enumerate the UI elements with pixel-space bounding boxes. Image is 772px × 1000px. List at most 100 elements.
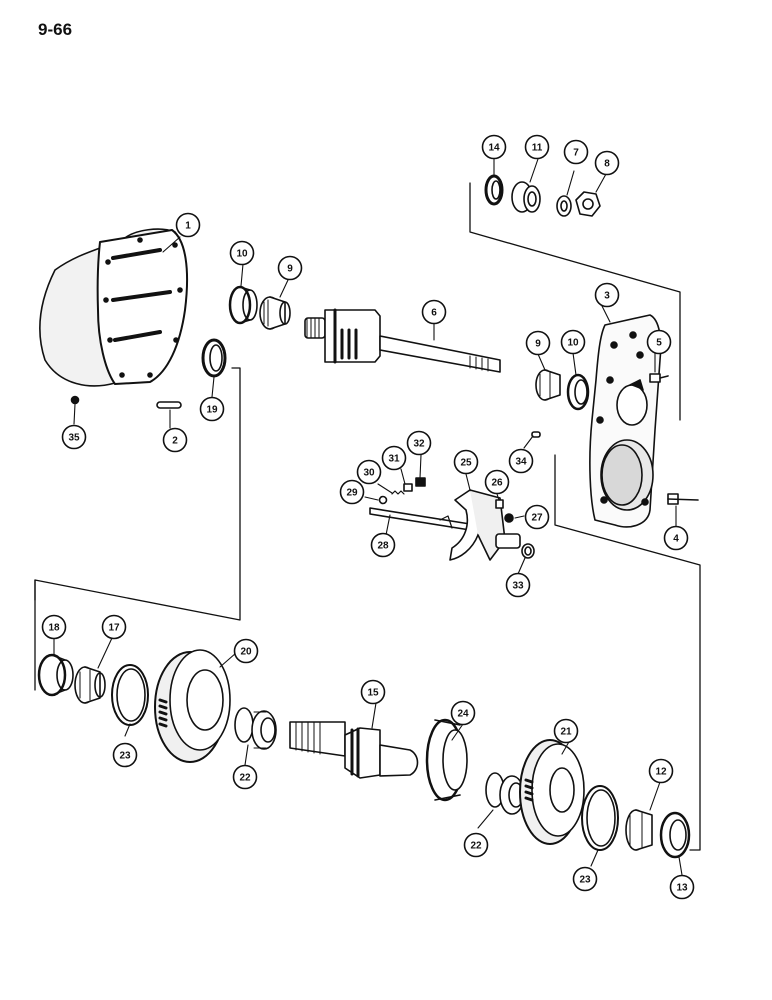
callout: 10 xyxy=(229,240,255,266)
housing-part xyxy=(39,228,189,387)
gear-part xyxy=(154,649,231,763)
svg-text:35: 35 xyxy=(68,433,80,444)
callout: 8 xyxy=(594,150,620,176)
callout: 24 xyxy=(450,700,476,726)
svg-text:11: 11 xyxy=(532,143,543,154)
callout: 12 xyxy=(648,758,674,784)
needle-bearing-part xyxy=(485,772,525,815)
bearing-cone-part xyxy=(535,369,561,401)
svg-text:21: 21 xyxy=(560,727,572,738)
needle-bearing-part xyxy=(234,707,277,750)
svg-text:24: 24 xyxy=(457,709,469,720)
callout: 28 xyxy=(370,532,396,558)
bearing-cup-part xyxy=(566,373,590,411)
leader-lines xyxy=(53,156,683,876)
svg-text:34: 34 xyxy=(515,457,527,468)
callout: 32 xyxy=(406,430,432,456)
svg-text:23: 23 xyxy=(579,875,591,886)
bearing-cone-part xyxy=(625,809,653,851)
svg-text:7: 7 xyxy=(573,148,579,159)
callout: 2 xyxy=(162,427,188,453)
svg-text:20: 20 xyxy=(240,647,252,658)
bearing-cup-part xyxy=(659,811,691,859)
detent-ball-part xyxy=(378,495,388,505)
callout: 27 xyxy=(524,504,550,530)
svg-text:13: 13 xyxy=(676,883,688,894)
svg-text:22: 22 xyxy=(470,841,482,852)
callout: 31 xyxy=(381,445,407,471)
svg-text:6: 6 xyxy=(431,308,437,319)
svg-text:22: 22 xyxy=(239,773,251,784)
svg-text:9: 9 xyxy=(535,339,541,350)
callout: 25 xyxy=(453,449,479,475)
bearing-cup-part xyxy=(37,653,74,697)
shim-part xyxy=(111,664,149,726)
svg-text:5: 5 xyxy=(656,338,662,349)
svg-text:29: 29 xyxy=(346,488,358,499)
svg-text:27: 27 xyxy=(531,513,543,524)
callout: 1 xyxy=(175,212,201,238)
callout: 19 xyxy=(199,396,225,422)
synchronizer-part xyxy=(425,718,468,802)
svg-text:25: 25 xyxy=(460,458,472,469)
svg-text:30: 30 xyxy=(363,468,375,479)
page-number: 9-66 xyxy=(38,20,73,39)
callout: 18 xyxy=(41,614,67,640)
callout: 23 xyxy=(572,866,598,892)
input-shaft-part xyxy=(304,308,501,373)
svg-text:15: 15 xyxy=(367,688,379,699)
callout: 21 xyxy=(553,718,579,744)
callout: 20 xyxy=(233,638,259,664)
bearing-cone-part xyxy=(259,296,291,330)
plug-part xyxy=(70,395,80,405)
callout: 14 xyxy=(481,134,507,160)
shim-part xyxy=(581,785,619,851)
svg-text:10: 10 xyxy=(567,338,579,349)
seal-part xyxy=(484,174,504,206)
output-shaft-part xyxy=(289,721,419,779)
bearing-cone-part xyxy=(74,666,106,704)
detent-spring-part xyxy=(391,490,405,495)
svg-text:31: 31 xyxy=(388,454,400,465)
detent-screw-part xyxy=(415,477,426,487)
detent-plug-part xyxy=(403,483,413,492)
callout: 34 xyxy=(508,448,534,474)
callout: 6 xyxy=(421,299,447,325)
callout: 15 xyxy=(360,679,386,705)
svg-text:3: 3 xyxy=(604,291,610,302)
svg-text:4: 4 xyxy=(673,534,679,545)
callout: 5 xyxy=(646,329,672,355)
svg-text:33: 33 xyxy=(512,581,524,592)
svg-text:19: 19 xyxy=(206,405,218,416)
callout: 29 xyxy=(339,479,365,505)
callout: 30 xyxy=(356,459,382,485)
bearing-part xyxy=(511,181,541,213)
callout: 10 xyxy=(560,329,586,355)
gear-part xyxy=(519,739,585,845)
callout: 4 xyxy=(663,525,689,551)
callout: 7 xyxy=(563,139,589,165)
svg-text:26: 26 xyxy=(491,478,503,489)
callout: 9 xyxy=(277,255,303,281)
svg-text:17: 17 xyxy=(108,623,120,634)
callout: 9 xyxy=(525,330,551,356)
svg-text:1: 1 xyxy=(185,221,191,232)
bearing-cup-part xyxy=(228,285,258,325)
cover-plate-part xyxy=(589,314,662,528)
nut-part xyxy=(521,543,535,559)
svg-text:14: 14 xyxy=(488,143,500,154)
bolt-part xyxy=(667,493,699,505)
nut-part xyxy=(504,513,514,523)
seal-ring-part xyxy=(201,338,227,378)
callout: 35 xyxy=(61,424,87,450)
svg-text:32: 32 xyxy=(413,439,425,450)
svg-text:10: 10 xyxy=(236,249,248,260)
callout: 22 xyxy=(463,832,489,858)
plug-part xyxy=(531,431,541,438)
callouts: 1 2 3 4 5 6 7 8 9 9 10 10 11 12 13 14 15… xyxy=(41,134,695,900)
screw-part xyxy=(495,499,504,509)
shift-rod-part xyxy=(369,507,471,531)
callout: 23 xyxy=(112,742,138,768)
group-bracket-lines xyxy=(34,182,701,851)
